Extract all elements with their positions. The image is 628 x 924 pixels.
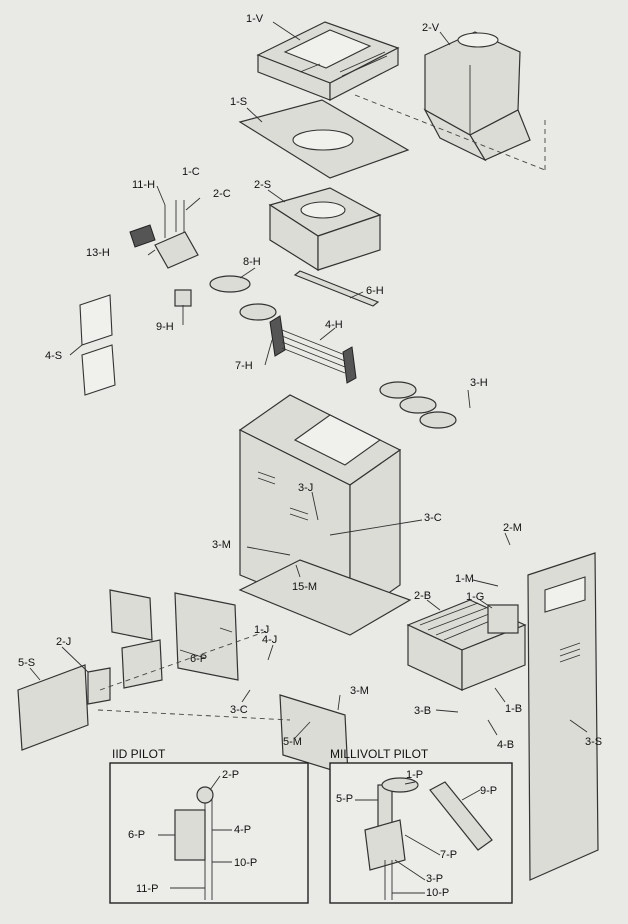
- gasket-part: [419, 411, 457, 429]
- gasket-part: [379, 381, 417, 399]
- label-13-H: 13-H: [86, 247, 110, 259]
- label-2-J: 2-J: [56, 636, 71, 648]
- iid-pilot-labels: 2-P 6-P 4-P 10-P 11-P: [128, 769, 257, 895]
- mv-label-7-P: 7-P: [440, 849, 457, 861]
- mv-label-1-P: 1-P: [406, 769, 423, 781]
- label-7-H: 7-H: [235, 360, 253, 372]
- label-3-J: 3-J: [298, 482, 313, 494]
- label-3-C-lower: 3-C: [230, 704, 248, 716]
- iid-label-11-P: 11-P: [136, 883, 158, 895]
- label-3-C: 3-C: [424, 512, 442, 524]
- label-6-H: 6-H: [366, 285, 384, 297]
- main-cabinet-part: [238, 394, 412, 636]
- callout-labels: 1-V 2-V 1-S 2-S 1-C 11-H 2-C 13-H 8-H 6-…: [18, 13, 602, 751]
- label-1-B: 1-B: [505, 703, 522, 715]
- callout-leaders: [29, 21, 588, 739]
- label-4-H: 4-H: [325, 319, 343, 331]
- label-4-S: 4-S: [45, 350, 62, 362]
- label-2-V: 2-V: [422, 22, 440, 34]
- side-panel-part: [17, 664, 89, 751]
- label-8-H: 8-H: [243, 256, 261, 268]
- label-6-P: 6-P: [190, 653, 207, 665]
- label-9-H: 9-H: [156, 321, 174, 333]
- label-2-M: 2-M: [503, 522, 522, 534]
- mv-label-3-P: 3-P: [426, 873, 443, 885]
- flue-collector-part: [268, 187, 382, 272]
- iid-label-2-P: 2-P: [222, 769, 239, 781]
- vent-hood-part: [423, 31, 531, 162]
- millivolt-pilot-labels: 1-P 5-P 9-P 7-P 3-P 10-P: [336, 769, 497, 899]
- label-5-S: 5-S: [18, 657, 35, 669]
- iid-pilot-title: IID PILOT: [112, 747, 166, 761]
- heat-exchanger-part: [269, 315, 357, 384]
- label-2-B: 2-B: [414, 590, 431, 602]
- control-assembly-part: [129, 200, 199, 307]
- gasket-part: [209, 275, 251, 293]
- label-3-S: 3-S: [585, 736, 602, 748]
- label-11-H: 11-H: [132, 179, 155, 191]
- side-plate-part: [81, 344, 116, 396]
- label-2-C: 2-C: [213, 188, 231, 200]
- label-1-V: 1-V: [246, 13, 264, 25]
- label-3-B: 3-B: [414, 705, 431, 717]
- gasket-part: [399, 396, 437, 414]
- jacket-panel-part: [527, 552, 599, 881]
- top-plate-part: [238, 99, 410, 179]
- baffle-part: [293, 270, 380, 307]
- label-1-G: 1-G: [466, 591, 484, 603]
- label-3-M: 3-M: [212, 539, 231, 551]
- side-plate-part: [79, 294, 113, 346]
- label-1-C: 1-C: [182, 166, 200, 178]
- label-4-J: 4-J: [262, 634, 277, 646]
- mv-label-5-P: 5-P: [336, 793, 353, 805]
- label-4-B: 4-B: [497, 739, 514, 751]
- label-3-M-lower: 3-M: [350, 685, 369, 697]
- mv-label-9-P: 9-P: [480, 785, 497, 797]
- label-5-M: 5-M: [283, 736, 302, 748]
- iid-pilot-inset: [109, 762, 309, 904]
- iid-pilot-part: [174, 786, 214, 900]
- label-1-M: 1-M: [455, 573, 474, 585]
- iid-label-4-P: 4-P: [234, 824, 251, 836]
- label-2-S: 2-S: [254, 179, 271, 191]
- label-15-M: 15-M: [292, 581, 317, 593]
- iid-label-6-P: 6-P: [128, 829, 145, 841]
- label-1-J: 1-J: [254, 624, 269, 636]
- millivolt-pilot-title: MILLIVOLT PILOT: [330, 747, 429, 761]
- gasket-part: [239, 303, 277, 321]
- gas-valve-part: [487, 604, 519, 634]
- label-3-H: 3-H: [470, 377, 488, 389]
- millivolt-pilot-part: [364, 777, 493, 900]
- iid-label-10-P: 10-P: [234, 857, 257, 869]
- mv-label-10-P: 10-P: [426, 887, 449, 899]
- label-1-S: 1-S: [230, 96, 247, 108]
- top-cover-part: [256, 21, 400, 101]
- control-panel-part: [87, 589, 349, 776]
